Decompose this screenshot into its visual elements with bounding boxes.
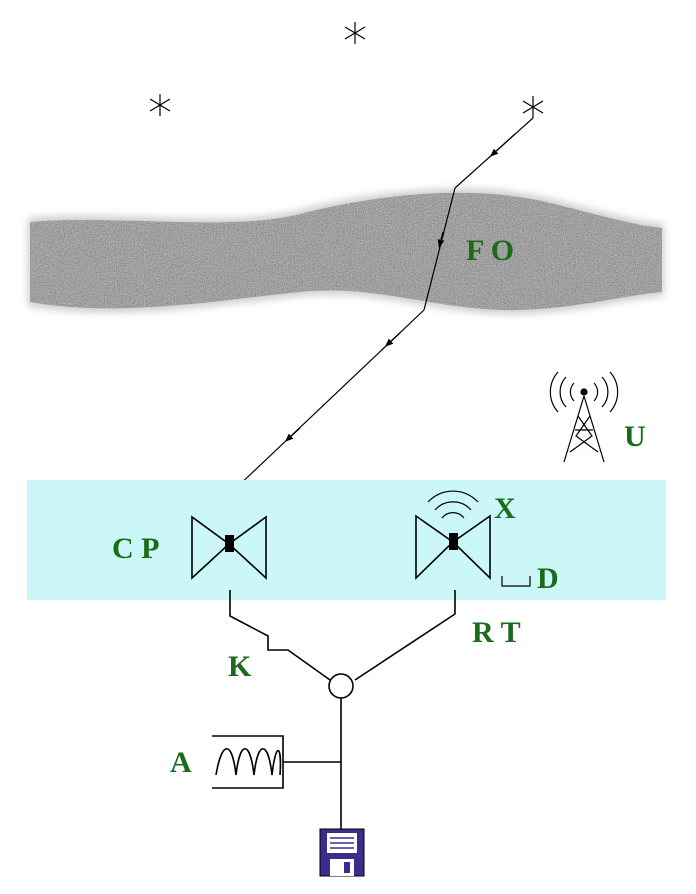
atmosphere-label: F O xyxy=(466,234,514,267)
amplifier-label: A xyxy=(170,746,192,779)
cable-left xyxy=(229,590,331,681)
signal-ray xyxy=(233,117,534,491)
cable-right-label: R T xyxy=(472,616,521,649)
junction-node xyxy=(328,673,354,699)
star-icon xyxy=(149,94,171,116)
atmosphere-cloud xyxy=(28,188,664,315)
star-icon xyxy=(522,96,544,118)
cable-left-label: K xyxy=(228,650,252,683)
horn-antenna-right-icon xyxy=(415,490,491,580)
right-antenna-d-label: D xyxy=(537,562,559,595)
tower-label: U xyxy=(624,420,646,453)
coil-amplifier-icon xyxy=(212,735,284,789)
star-icon xyxy=(344,22,366,44)
cable-right xyxy=(354,590,456,681)
radio-tower-icon xyxy=(549,371,619,463)
floppy-disk-icon xyxy=(319,828,365,877)
right-antenna-x-label: X xyxy=(494,492,516,525)
left-antenna-label: C P xyxy=(112,532,160,565)
d-bracket xyxy=(501,576,531,587)
horn-antenna-left-icon xyxy=(191,515,267,580)
ground-band xyxy=(27,480,666,600)
